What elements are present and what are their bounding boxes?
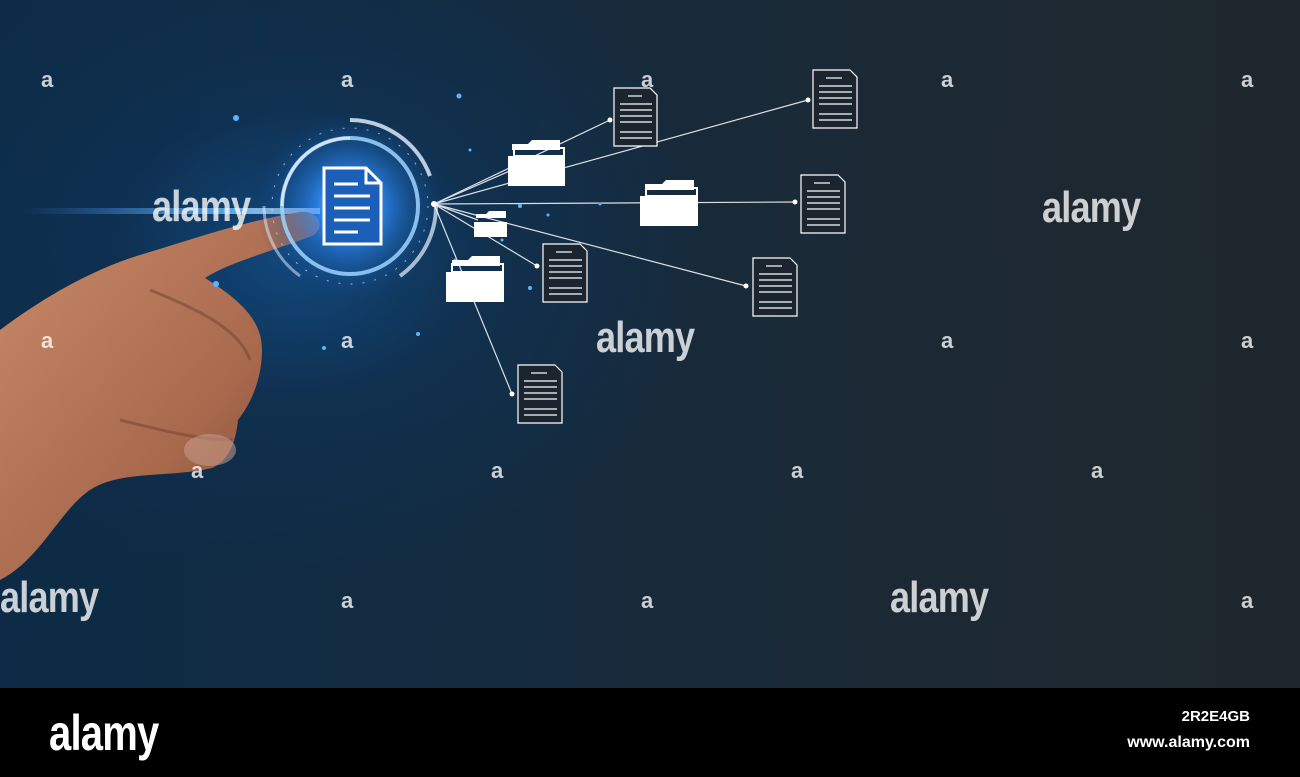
watermark-letter: a (641, 67, 653, 92)
sparkles (213, 93, 602, 350)
watermark-letter: a (41, 328, 53, 353)
watermark-text: alamy (152, 182, 251, 231)
watermark-letter: a (191, 458, 203, 483)
watermark-letter: a (341, 588, 353, 613)
watermark-letter: a (341, 328, 353, 353)
folder-icon (640, 180, 698, 226)
watermark-letter: a (1241, 328, 1253, 353)
hand (0, 211, 320, 581)
folder-icons (446, 140, 698, 302)
document-icon (613, 87, 658, 147)
folder-icon (474, 211, 507, 237)
document-icon (542, 243, 588, 303)
document-icon (752, 257, 798, 317)
outer-ring-arc (349, 118, 432, 177)
folder-icon (508, 140, 565, 186)
watermark-text: alamy (0, 573, 99, 622)
watermark-text: alamy (890, 573, 989, 622)
site-url-link[interactable]: www.alamy.com (1127, 734, 1250, 751)
watermark-letter: a (491, 458, 503, 483)
watermark-letter: a (1241, 588, 1253, 613)
watermark-letter: a (941, 328, 953, 353)
folder-icon (446, 256, 504, 302)
document-icon (322, 166, 383, 246)
watermark-letter: a (341, 67, 353, 92)
watermark-letter: a (941, 67, 953, 92)
alamy-logo[interactable]: alamy (49, 705, 159, 761)
watermark-text: alamy (1042, 183, 1141, 232)
watermark-letter: a (1091, 458, 1103, 483)
image-id-label: 2R2E4GB (1181, 708, 1250, 725)
footer-bar: alamy 2R2E4GB www.alamy.com (0, 688, 1300, 777)
scene-illustration (0, 69, 858, 581)
document-icons (517, 69, 858, 424)
watermark-letter: a (641, 588, 653, 613)
document-icon (812, 69, 858, 129)
watermark-letter: a (791, 458, 803, 483)
watermark-letter: a (1241, 67, 1253, 92)
stock-photo: alamy alamy alamy alamy alamy a a a a a … (0, 0, 1300, 688)
watermark-text: alamy (596, 313, 695, 362)
watermark-letter: a (41, 67, 53, 92)
document-icon (800, 174, 846, 234)
lens-flare (20, 208, 320, 214)
document-icon (517, 364, 563, 424)
